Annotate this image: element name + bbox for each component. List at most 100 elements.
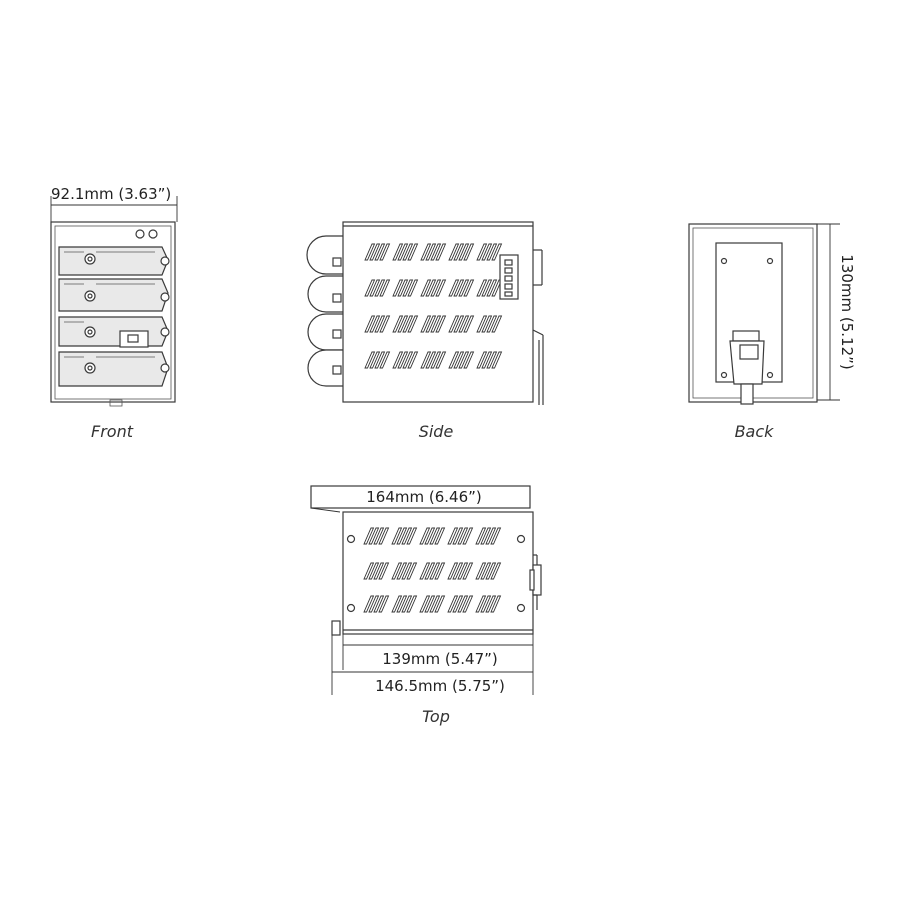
vent-slot [430,279,442,297]
top-view-label: Top [422,707,450,726]
top-vent-row-2 [363,562,502,580]
vent-slot [373,595,385,613]
vent-slot [364,351,376,369]
front-width-dimension: 92.1mm (3.63”) [50,185,178,222]
vent-slot [401,527,413,545]
drive-tray-1 [58,246,170,276]
vent-slot [490,595,502,613]
vent-slot [363,595,375,613]
vent-slot [448,243,460,261]
vent-slot [434,595,446,613]
top-view: 164mm (6.46”) 139mm (5.47”) [310,485,542,726]
vent-slot [480,595,492,613]
vent-slot [481,279,493,297]
vent-slot [463,243,475,261]
side-view: Side [306,221,544,441]
vent-slot [402,315,414,333]
vent-slot [458,315,470,333]
vent-slot [401,562,413,580]
vent-slot [374,243,386,261]
vent-slot [486,279,498,297]
vent-slot [486,351,498,369]
vent-slot [420,279,432,297]
front-view-label: Front [91,422,134,441]
vent-slot [491,351,503,369]
vent-slot [476,279,488,297]
vent-slot [463,315,475,333]
vent-slot [430,351,442,369]
vent-slot [419,562,431,580]
vent-slot [406,595,418,613]
vent-slot [397,351,409,369]
vent-slot [407,279,419,297]
vent-slot [425,351,437,369]
vent-slot [406,562,418,580]
vent-slot [396,562,408,580]
vent-slot [485,562,497,580]
vent-slot [425,279,437,297]
vent-slot [453,243,465,261]
vent-slot [368,562,380,580]
back-height-dimension: 130mm (5.12”) [817,223,856,401]
vent-slot [490,527,502,545]
vent-slot [476,243,488,261]
side-vent-row-4 [364,351,503,369]
vent-slot [402,279,414,297]
vent-slot [447,562,459,580]
vent-slot [392,279,404,297]
front-led-2 [148,229,158,239]
vent-slot [463,351,475,369]
vent-slot [476,315,488,333]
drive-tray-2 [58,278,170,312]
vent-slot [475,562,487,580]
vent-slot [374,279,386,297]
back-height-label: 130mm (5.12”) [838,254,856,370]
vent-slot [379,351,391,369]
vent-slot [463,279,475,297]
vent-slot [448,279,460,297]
vent-slot [448,315,460,333]
vent-slot [429,562,441,580]
vent-slot [420,243,432,261]
vent-slot [453,351,465,369]
top-vent-row-3 [363,595,502,613]
vent-slot [363,527,375,545]
vent-slot [447,595,459,613]
vent-slot [378,527,390,545]
vent-slot [407,243,419,261]
vent-slot [453,279,465,297]
vent-slot [480,527,492,545]
vent-slot [379,243,391,261]
side-vent-row-1 [364,243,503,261]
vent-slot [491,243,503,261]
vent-slot [424,527,436,545]
vent-slot [447,527,459,545]
vent-slot [434,562,446,580]
vent-slot [434,527,446,545]
top-body-depth-label: 139mm (5.47”) [382,650,498,668]
vent-slot [452,562,464,580]
vent-slot [435,315,447,333]
vent-slot [369,279,381,297]
top-total-depth-dimension: 164mm (6.46”) [310,485,531,513]
vent-slot [485,595,497,613]
vent-slot [363,562,375,580]
back-din-clip [729,330,765,405]
front-view: 92.1mm (3.63”) [50,185,178,441]
vent-slot [420,315,432,333]
vent-slot [457,562,469,580]
vent-slot [476,351,488,369]
vent-slot [391,562,403,580]
vent-slot [452,527,464,545]
side-handles [306,235,343,387]
vent-slot [462,562,474,580]
vent-slot [491,315,503,333]
vent-slot [401,595,413,613]
top-vent-row-1 [363,527,502,545]
vent-slot [420,351,432,369]
vent-slot [374,351,386,369]
vent-slot [475,595,487,613]
vent-slot [373,562,385,580]
side-vent-row-3 [364,315,503,333]
